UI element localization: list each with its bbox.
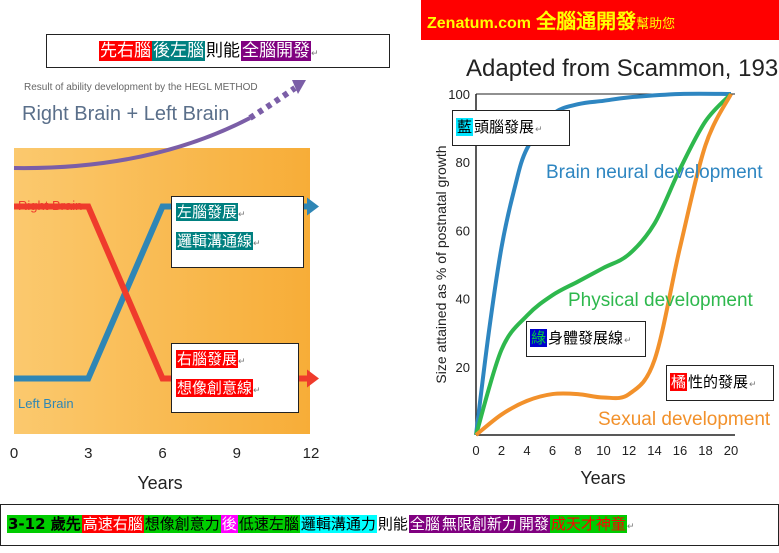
paragraph-mark: ↵	[535, 125, 543, 135]
note-line: 左腦發展↵	[176, 203, 299, 224]
text-segment: 藍	[456, 118, 474, 136]
y-tick-label: 20	[456, 360, 470, 375]
scammon-chart: Adapted from Scammon, 1930 20 40 60 80 100 0 2 4…	[433, 55, 779, 488]
blue-label: 藍頭腦發展↵	[452, 110, 570, 146]
chart-caption: Result of ability development by the HEG…	[24, 82, 258, 93]
sexual-development-line	[474, 93, 733, 437]
paragraph-mark: ↵	[238, 210, 246, 220]
x-axis-label: Years	[137, 473, 182, 493]
paragraph-mark: ↵	[253, 386, 261, 396]
orange-label: 橘性的發展↵	[666, 365, 774, 401]
x-tick-label: 0	[10, 445, 18, 462]
chart-title: Adapted from Scammon, 1930	[466, 55, 779, 82]
text-segment: 成天才神童	[549, 515, 627, 533]
right-brain-label: Right Brain	[18, 198, 82, 213]
x-tick-label: 3	[84, 445, 92, 462]
chart-heading: Right Brain + Left Brain	[22, 103, 229, 125]
paragraph-mark: ↵	[749, 380, 757, 390]
x-tick-label: 12	[303, 445, 320, 462]
x-tick-label: 6	[549, 443, 556, 458]
text-segment: 頭腦發展	[473, 118, 536, 136]
note-line: 邏輯溝通線↵	[176, 232, 299, 253]
x-tick-label: 20	[724, 443, 738, 458]
x-tick-label: 4	[523, 443, 530, 458]
text-segment: 想像創意力	[143, 515, 221, 533]
paragraph-mark: ↵	[311, 49, 319, 59]
neural-series-label: Brain neural development	[546, 162, 763, 183]
text-segment: 想像創意線	[176, 379, 254, 397]
x-tick-label: 9	[233, 445, 241, 462]
text-segment: 綠	[530, 329, 548, 347]
green-label: 綠身體發展線↵	[526, 321, 646, 357]
text-segment: 右腦發展	[176, 350, 239, 368]
y-tick-label: 60	[456, 223, 470, 238]
x-tick-label: 6	[158, 445, 166, 462]
x-tick-label: 2	[498, 443, 505, 458]
left-brain-arrowhead	[307, 197, 319, 216]
paragraph-mark: ↵	[624, 336, 632, 346]
physical-development-line	[474, 92, 733, 436]
bottom-summary-bar: 3-12 歲先高速右腦想像創意力後低速左腦邏輯溝通力則能全腦無限創新力開發成天才…	[0, 504, 779, 546]
left-brain-label: Left Brain	[18, 396, 74, 411]
x-tick-label: 8	[574, 443, 581, 458]
text-segment: 後	[220, 515, 238, 533]
sexual-series-label: Sexual development	[598, 409, 771, 430]
x-tick-label: 10	[596, 443, 610, 458]
right-brain-arrowhead	[307, 369, 319, 388]
text-segment: 則能	[205, 41, 241, 61]
text-segment: 橘	[670, 373, 688, 391]
left-chart: Result of ability development by the HEG…	[10, 80, 320, 493]
text-segment: 無限創新力	[440, 515, 518, 533]
x-tick-label: 14	[647, 443, 661, 458]
text-segment: 全腦	[408, 515, 441, 533]
y-tick-label: 80	[456, 155, 470, 170]
text-segment: 低速左腦	[237, 515, 300, 533]
text-segment: 先右腦	[99, 41, 152, 61]
left-brain-note: 左腦發展↵邏輯溝通線↵	[171, 196, 304, 268]
x-axis-label: Years	[580, 468, 625, 488]
right-brain-note: 右腦發展↵想像創意線↵	[171, 343, 299, 413]
brand-main: 全腦通開發	[536, 9, 637, 33]
y-tick-label: 100	[448, 87, 470, 102]
text-segment: 邏輯溝通線	[176, 232, 254, 250]
paragraph-mark: ↵	[626, 522, 635, 532]
text-segment: 開發	[517, 515, 550, 533]
brand-name: Zenatum.com	[427, 15, 532, 32]
text-segment: 3-12 歲先	[7, 515, 82, 533]
brand-sub: 幫助您	[636, 17, 676, 32]
text-segment: 高速右腦	[81, 515, 144, 533]
y-axis-label: Size attained as % of postnatal growth	[433, 145, 449, 383]
brand-banner: Zenatum.com 全腦通開發幫助您	[421, 0, 779, 40]
text-segment: 邏輯溝通力	[299, 515, 377, 533]
note-line: 想像創意線↵	[176, 379, 294, 400]
x-tick-label: 0	[472, 443, 479, 458]
paragraph-mark: ↵	[253, 239, 261, 249]
text-segment: 左腦發展	[176, 203, 239, 221]
text-segment: 則能	[376, 515, 409, 533]
growth-arrowhead	[292, 80, 306, 94]
x-tick-label: 18	[698, 443, 712, 458]
x-tick-label: 12	[622, 443, 636, 458]
growth-curve-solid	[13, 116, 251, 171]
text-segment: 全腦開發	[241, 41, 311, 61]
title-banner: 先右腦後左腦則能全腦開發↵	[46, 34, 390, 68]
paragraph-mark: ↵	[238, 357, 246, 367]
x-tick-label: 16	[673, 443, 687, 458]
text-segment: 身體發展線	[547, 329, 625, 347]
text-segment: 後左腦	[152, 41, 205, 61]
note-line: 右腦發展↵	[176, 350, 294, 371]
y-tick-label: 40	[456, 292, 470, 307]
growth-curve-dotted	[248, 85, 297, 121]
physical-series-label: Physical development	[568, 290, 754, 311]
text-segment: 性的發展	[687, 373, 750, 391]
